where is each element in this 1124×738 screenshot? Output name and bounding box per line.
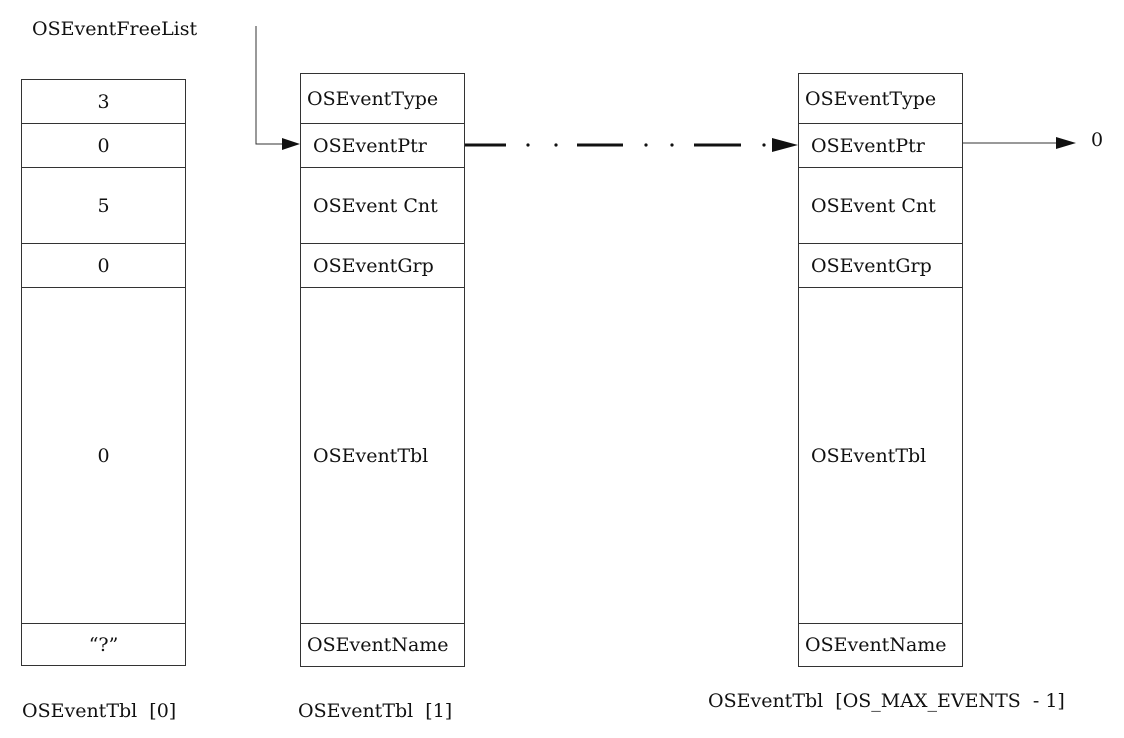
table-last-cell-type: OSEventType [805, 87, 937, 110]
table-last-cell-tbl: OSEventTbl [799, 287, 962, 623]
table-1-cell-grp: OSEventGrp [301, 243, 464, 287]
table-last-cell-ptr: OSEventPtr [799, 123, 962, 167]
table-last-cell-grp: OSEventGrp [799, 243, 962, 287]
event-table-last: OSEventType OSEventPtr OSEvent Cnt OSEve… [798, 73, 963, 667]
free-list-arrowhead [282, 138, 300, 150]
null-terminator-label: 0 [1091, 129, 1104, 151]
table-1-caption: OSEventTbl [1] [298, 700, 453, 722]
table-0-cell-name: “?” [22, 623, 185, 665]
chain-dot-2 [554, 143, 558, 147]
terminator-arrowhead [1056, 137, 1076, 149]
table-0-cell-type: 3 [97, 90, 110, 113]
table-1-cell-cnt: OSEvent Cnt [301, 167, 464, 243]
table-0-cell-ptr: 0 [22, 123, 185, 167]
event-table-0: 3 0 5 0 0 “?” [21, 79, 186, 666]
free-list-pointer-line [255, 26, 282, 145]
table-0-cell-cnt: 5 [22, 167, 185, 243]
chain-dot-4 [670, 143, 674, 147]
chain-arrowhead [772, 138, 798, 152]
free-list-label: OSEventFreeList [32, 18, 198, 40]
chain-dot-3 [644, 143, 648, 147]
table-0-cell-grp: 0 [22, 243, 185, 287]
table-last-cell-cnt: OSEvent Cnt [799, 167, 962, 243]
table-last-cell-name: OSEventName [799, 623, 962, 666]
table-1-cell-tbl: OSEventTbl [301, 287, 464, 623]
table-1-cell-ptr: OSEventPtr [301, 123, 464, 167]
table-0-caption: OSEventTbl [0] [22, 700, 177, 722]
table-1-cell-name: OSEventName [301, 623, 464, 666]
chain-dot-5 [762, 143, 766, 147]
chain-dot-1 [526, 143, 530, 147]
table-0-cell-tbl: 0 [22, 287, 185, 623]
event-table-1: OSEventType OSEventPtr OSEvent Cnt OSEve… [300, 73, 465, 667]
table-last-caption: OSEventTbl [OS_MAX_EVENTS - 1] [708, 690, 1065, 712]
table-1-cell-type: OSEventType [307, 87, 439, 110]
